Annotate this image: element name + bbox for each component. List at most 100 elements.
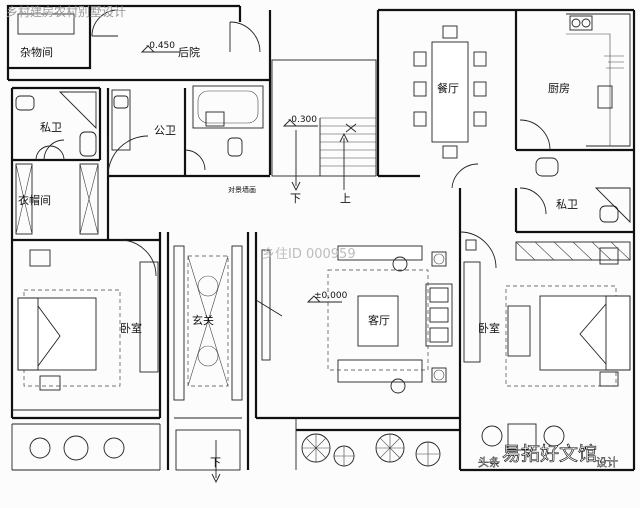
lamp-2 xyxy=(433,369,445,381)
foyer-shoe-cabinet-r xyxy=(231,245,243,401)
pubbath-wc xyxy=(227,137,243,157)
storage-shelf xyxy=(17,13,75,35)
lamp-1 xyxy=(433,253,445,265)
label-bedroom-right: 卧室 xyxy=(478,321,500,335)
nightstand-right-2 xyxy=(599,371,619,387)
chair-l3 xyxy=(413,111,427,127)
bed-left xyxy=(17,297,97,371)
basin-left xyxy=(79,131,97,157)
living-room xyxy=(255,245,453,470)
storage-door-arc xyxy=(91,9,119,37)
wardrobe-door-arcs xyxy=(35,145,65,161)
rbath-door-arc xyxy=(519,187,547,215)
brand-prefix: 头条 xyxy=(478,455,500,469)
chair-l2 xyxy=(413,81,427,97)
pubbath-counter xyxy=(111,89,131,151)
shower-inner xyxy=(68,91,97,120)
bathtub xyxy=(192,85,264,129)
garden-table-right xyxy=(507,423,537,451)
wall-storage xyxy=(6,4,92,70)
pubbath-inner-door xyxy=(184,149,206,171)
wardrobe-rack-left xyxy=(15,163,33,235)
label-private-bath-left: 私卫 xyxy=(40,121,62,134)
bath-door-arc xyxy=(43,139,65,161)
burner-1 xyxy=(571,18,581,28)
kitchen-door-arc xyxy=(519,119,551,151)
garden-chair-1 xyxy=(29,437,51,459)
foyer-lamp-2 xyxy=(197,345,219,367)
garden-chair-2 xyxy=(103,437,125,459)
side-table-2 xyxy=(431,367,447,383)
bathtub-inner xyxy=(197,90,259,124)
corridor-door-arc xyxy=(451,163,479,189)
foyer-skylight-cross xyxy=(187,255,229,387)
kitchen-counter xyxy=(566,13,631,147)
backyard-door-arc xyxy=(229,21,261,53)
bed-left-sheet xyxy=(37,305,61,367)
plant-1-leaves xyxy=(302,434,330,462)
nightstand-left xyxy=(29,249,51,267)
bed-left-headboard xyxy=(17,297,39,371)
foyer-skylight xyxy=(187,255,229,387)
level-markers xyxy=(140,45,342,303)
tv-cabinet-right xyxy=(463,261,481,363)
person-figure-2 xyxy=(390,378,406,394)
bedroom-left-door-arc xyxy=(119,239,157,277)
wardrobe-right xyxy=(515,241,631,261)
sofa-cushion-2 xyxy=(429,307,449,323)
stove xyxy=(569,15,593,31)
kitchen-room xyxy=(519,13,631,151)
garden-table-left xyxy=(63,435,89,461)
person-figure-1 xyxy=(392,256,408,272)
storage-room xyxy=(17,9,119,37)
public-bath xyxy=(107,85,264,177)
burner-2 xyxy=(581,18,591,28)
bed-right-headboard xyxy=(605,295,631,371)
corner-shower-right xyxy=(594,187,631,224)
stair-up-arrowhead xyxy=(339,132,349,143)
tv-cabinet-left xyxy=(139,261,159,373)
coffee-table xyxy=(357,295,399,347)
bedroom-right-door-arc xyxy=(459,231,497,269)
walls xyxy=(6,4,636,472)
living-entry-arrow xyxy=(255,299,283,317)
sofa-top xyxy=(337,245,423,261)
label-dining: 餐厅 xyxy=(437,81,459,95)
label-level-living: ±0.000 xyxy=(314,291,348,301)
kitchen-items xyxy=(604,55,624,69)
garden xyxy=(11,423,565,471)
watermark-center: 乡住ID 000959 xyxy=(262,247,356,262)
side-table-1 xyxy=(431,251,447,267)
toilet-right xyxy=(599,205,619,223)
basin-right xyxy=(535,157,559,177)
rbed-door-stop xyxy=(465,239,477,251)
living-rug xyxy=(327,269,429,371)
bed-right-sheet xyxy=(579,303,607,365)
tv-wall-unit xyxy=(261,249,271,361)
pubbath-door-arc xyxy=(107,135,149,177)
wardrobe-cross-left xyxy=(15,163,33,235)
plant-4-leaves xyxy=(416,442,440,466)
kitchen-counter-edge xyxy=(566,33,611,146)
chair-r2 xyxy=(473,81,487,97)
label-level-backyard: -0.450 xyxy=(146,41,175,51)
chair-r1 xyxy=(473,51,487,67)
private-bath-right xyxy=(451,157,631,224)
stair-down-arrowhead xyxy=(291,181,301,192)
sofa-cushion-1 xyxy=(429,287,449,303)
foyer-room xyxy=(173,245,243,484)
plant-3-leaves xyxy=(376,434,404,462)
entry-arrowhead xyxy=(211,473,221,484)
nightstand-right xyxy=(599,247,619,265)
label-entry-down: 下 xyxy=(210,456,221,469)
wardrobe-room xyxy=(15,145,99,235)
wardrobe-right-hatch xyxy=(515,241,631,261)
sofa-cushion-3 xyxy=(429,327,449,343)
chair-l1 xyxy=(413,51,427,67)
label-wardrobe: 衣帽间 xyxy=(18,193,51,207)
corner-shower xyxy=(58,91,97,130)
label-kitchen: 厨房 xyxy=(548,82,570,95)
wardrobe-rack-right xyxy=(79,163,99,235)
label-living: 客厅 xyxy=(368,313,390,327)
